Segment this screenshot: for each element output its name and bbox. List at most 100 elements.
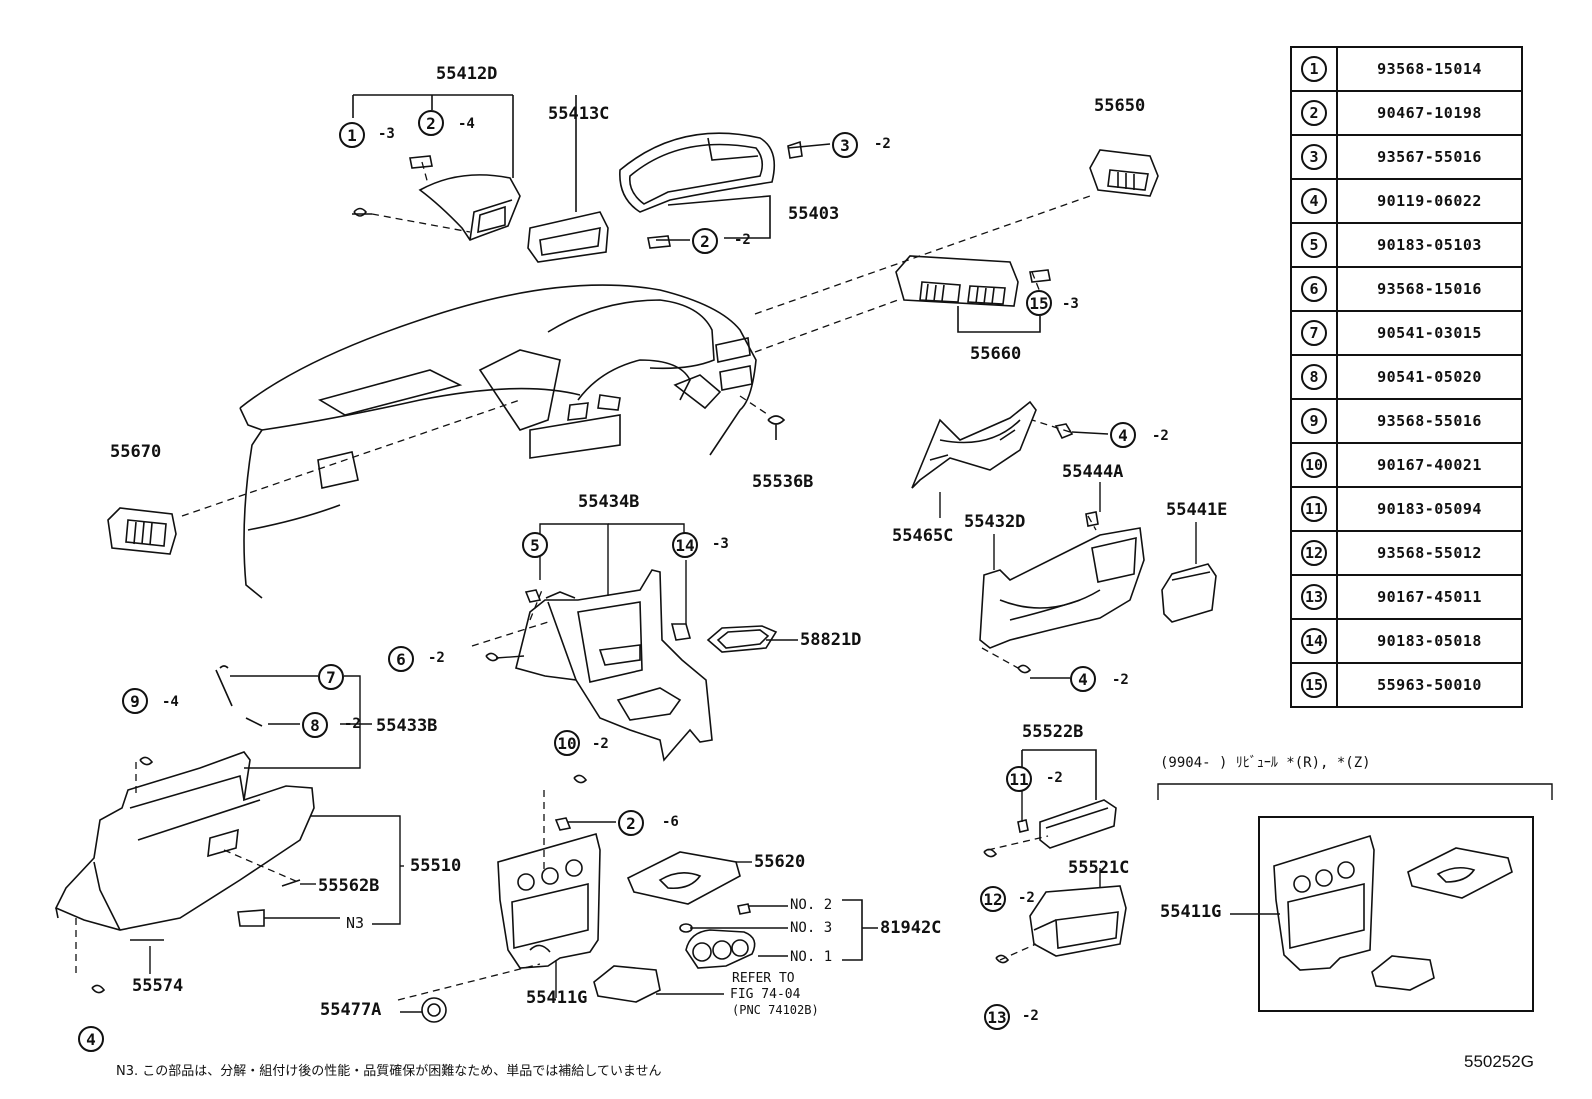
table-callout: 8: [1301, 364, 1327, 390]
callout-qty: -2: [734, 232, 751, 248]
label-55444a: 55444A: [1062, 462, 1124, 482]
callout-5: 5: [522, 532, 548, 558]
label-55411g: 55411G: [526, 988, 588, 1008]
label-55433b: 55433B: [376, 716, 438, 736]
table-part-number: 90541-05020: [1336, 354, 1523, 400]
callout-qty: -4: [458, 116, 475, 132]
refer-line-3: (PNC 74102B): [732, 1003, 819, 1017]
label-55670: 55670: [110, 442, 162, 462]
label-55465c: 55465C: [892, 526, 954, 546]
fastener-glyphs: [91, 423, 1074, 994]
label-55521c: 55521C: [1068, 858, 1130, 878]
vent-55650: [1089, 149, 1159, 197]
refer-line-2: FIG 74-04: [730, 987, 801, 1002]
clip-55536b: [767, 415, 786, 440]
tray-55620: [626, 851, 741, 905]
table-part-number: 90183-05094: [1336, 486, 1523, 532]
label-55432d: 55432D: [964, 512, 1026, 532]
table-row: 1 93568-15014: [1290, 46, 1523, 92]
label-81942c: 81942C: [880, 918, 942, 938]
drawing-number: 550252G: [1464, 1052, 1534, 1071]
callout-10: 10: [554, 730, 580, 756]
table-callout: 4: [1301, 188, 1327, 214]
label-55412d: 55412D: [436, 64, 498, 84]
table-row: 8 90541-05020: [1290, 354, 1523, 400]
label-no3: NO. 3: [790, 920, 833, 936]
callout-qty: -3: [712, 536, 729, 552]
cluster-hood-55412d: [352, 94, 577, 241]
callout-qty: -2: [592, 736, 609, 752]
table-callout: 10: [1301, 452, 1327, 478]
table-part-number: 90467-10198: [1336, 90, 1523, 136]
label-no2: NO. 2: [790, 897, 833, 913]
console-55434b: [515, 569, 713, 762]
callout-2: 2: [618, 810, 644, 836]
callout-6: 6: [388, 646, 414, 672]
label-55536b: 55536B: [752, 472, 814, 492]
instrument-panel-outline: [239, 284, 757, 599]
table-part-number: 90541-03015: [1336, 310, 1523, 356]
table-part-number: 90167-45011: [1336, 574, 1523, 620]
table-part-number: 90167-40021: [1336, 442, 1523, 488]
table-callout: 3: [1301, 144, 1327, 170]
table-callout: 1: [1301, 56, 1327, 82]
callout-qty: -2: [344, 716, 361, 732]
callout-2: 2: [418, 110, 444, 136]
table-part-number: 93568-55012: [1336, 530, 1523, 576]
label-55441e: 55441E: [1166, 500, 1228, 520]
table-row: 10 90167-40021: [1290, 442, 1523, 488]
table-callout: 2: [1301, 100, 1327, 126]
table-callout: 11: [1301, 496, 1327, 522]
table-row: 4 90119-06022: [1290, 178, 1523, 224]
label-58821d: 58821D: [800, 630, 862, 650]
table-callout: 9: [1301, 408, 1327, 434]
callout-qty: -2: [874, 136, 891, 152]
callout-qty: -3: [378, 126, 395, 142]
label-55574: 55574: [132, 976, 184, 996]
table-callout: 14: [1301, 628, 1327, 654]
table-callout: 5: [1301, 232, 1327, 258]
switch-81942c: [679, 899, 878, 969]
label-55434b: 55434B: [578, 492, 640, 512]
callout-14: 14: [672, 532, 698, 558]
callout-qty: -3: [1062, 296, 1079, 312]
table-part-number: 90183-05103: [1336, 222, 1523, 268]
cluster-panel-55403: [619, 132, 803, 249]
glove-box-55510: [54, 751, 315, 931]
callout-8: 8: [302, 712, 328, 738]
callout-11: 11: [1006, 766, 1032, 792]
table-row: 5 90183-05103: [1290, 222, 1523, 268]
pocket-55441e: [1161, 563, 1217, 623]
table-part-number: 90183-05018: [1336, 618, 1523, 664]
label-55411g-inset: 55411G: [1160, 902, 1222, 922]
table-part-number: 93568-15014: [1336, 46, 1523, 92]
knob-55477a: [421, 997, 447, 1023]
callout-qty: -4: [162, 694, 179, 710]
inset-frame: [1258, 816, 1534, 1012]
table-callout: 6: [1301, 276, 1327, 302]
table-callout: 12: [1301, 540, 1327, 566]
center-panel-55411g: [497, 833, 601, 969]
label-55413c: 55413C: [548, 104, 610, 124]
vent-55660: [895, 255, 1051, 333]
table-row: 7 90541-03015: [1290, 310, 1523, 356]
callout-3: 3: [832, 132, 858, 158]
callout-2: 2: [692, 228, 718, 254]
lower-panel-55432d: [979, 511, 1145, 649]
table-callout: 7: [1301, 320, 1327, 346]
label-55510: 55510: [410, 856, 462, 876]
table-part-number: 55963-50010: [1336, 662, 1523, 708]
mat-58821d: [706, 625, 778, 653]
callout-4: 4: [1070, 666, 1096, 692]
inset-header: (9904- ) ﾘﾋﾞｭｰﾙ *(R), *(Z): [1160, 755, 1371, 771]
label-55403: 55403: [788, 204, 840, 224]
callout-4: 4: [1110, 422, 1136, 448]
table-part-number: 90119-06022: [1336, 178, 1523, 224]
inset-drawing: [1230, 834, 1513, 991]
